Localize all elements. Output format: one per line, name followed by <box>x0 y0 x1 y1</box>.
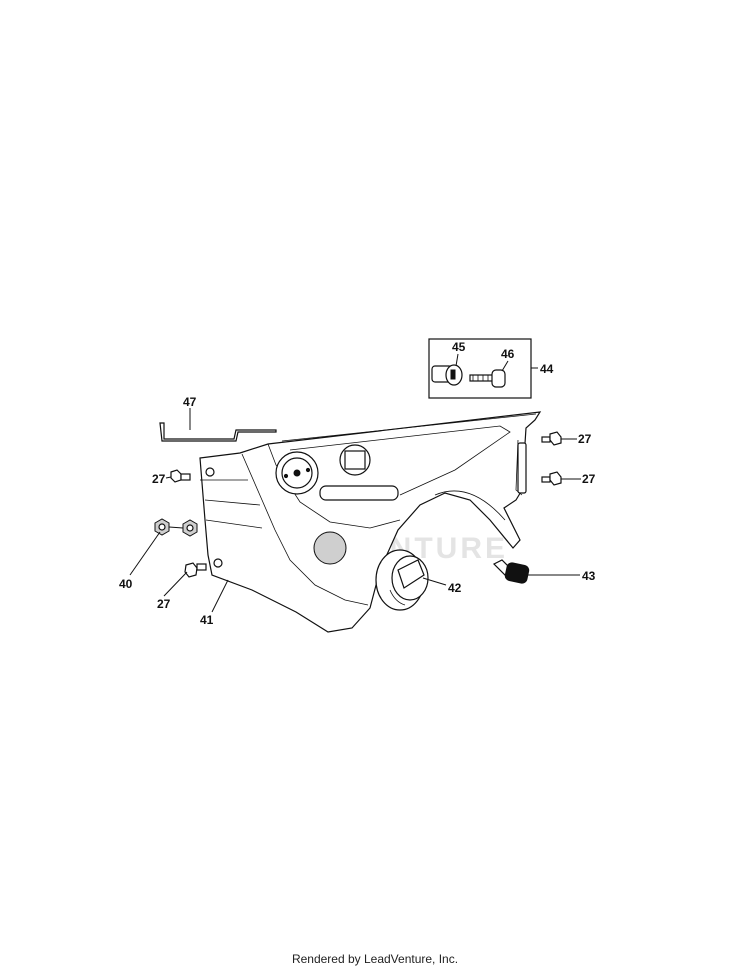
part-27-bolt-b <box>184 562 207 578</box>
footer-credit: Rendered by LeadVenture, Inc. <box>291 952 459 966</box>
part-41-dash-panel <box>199 411 542 633</box>
part-45-ignition-switch <box>431 364 463 386</box>
part-27-bolt-c <box>541 431 562 446</box>
part-46-key <box>469 369 506 388</box>
part-43-key <box>492 559 530 584</box>
leader-lines <box>129 353 581 613</box>
callout-27-left-top: 27 <box>152 472 166 486</box>
part-47-rod <box>159 422 277 442</box>
callout-41: 41 <box>200 613 214 627</box>
callout-27-left-bottom: 27 <box>157 597 171 611</box>
part-42-knob <box>375 549 429 611</box>
callout-46: 46 <box>501 347 515 361</box>
callout-27-right-bottom: 27 <box>582 472 596 486</box>
callout-42: 42 <box>448 581 462 595</box>
part-44-ignition-kit <box>428 338 532 399</box>
callout-47: 47 <box>183 395 197 409</box>
part-27-bolt-d <box>541 471 562 486</box>
part-27-bolt-a <box>170 469 191 483</box>
callout-43: 43 <box>582 569 596 583</box>
callout-44: 44 <box>540 362 554 376</box>
callout-45: 45 <box>452 340 466 354</box>
part-40-nuts <box>154 518 198 537</box>
callout-40: 40 <box>119 577 133 591</box>
callout-27-right-top: 27 <box>578 432 592 446</box>
